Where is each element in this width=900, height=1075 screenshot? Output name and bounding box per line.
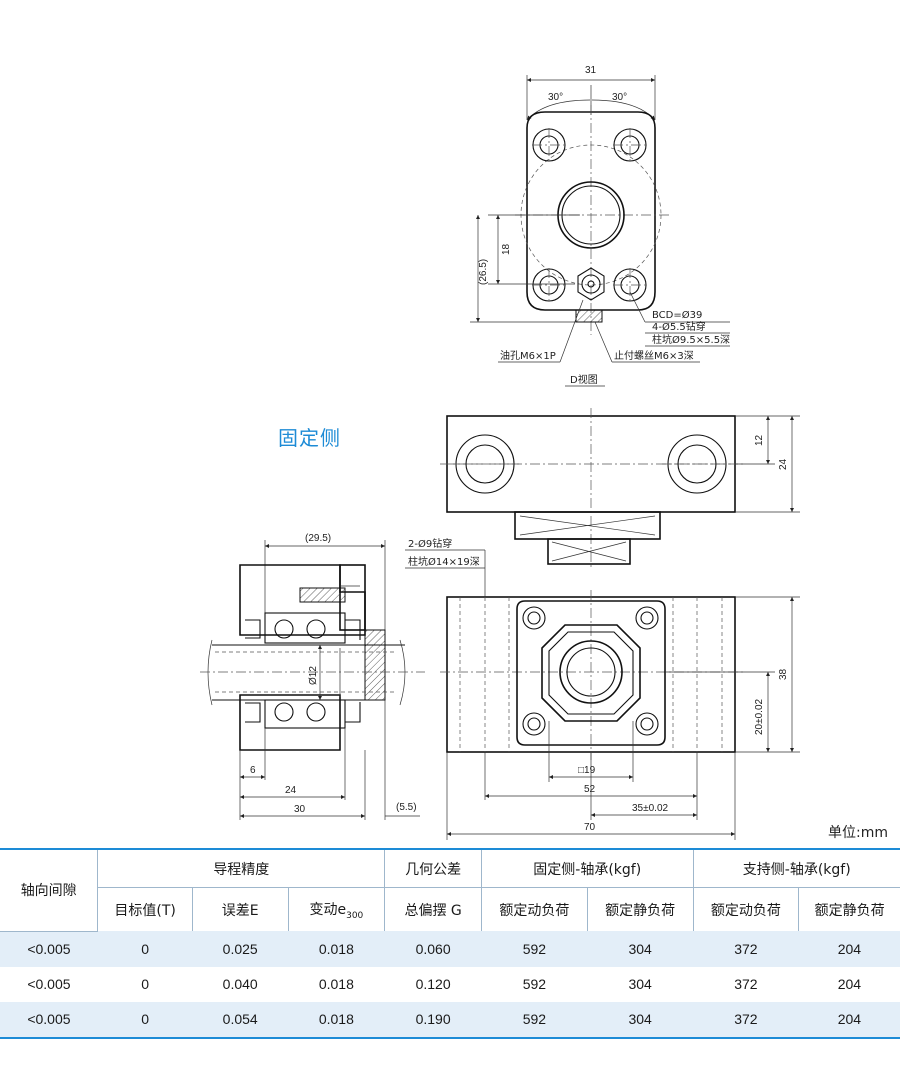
d-view-oil-hole: 油孔M6×1P [500, 349, 556, 362]
d-view-height-outer: (26.5) [478, 259, 489, 285]
d-view-caption: D视图 [570, 373, 598, 386]
table-cell: <0.005 [0, 931, 98, 967]
front-holes: 2-Ø9钻穿 [408, 537, 452, 550]
table-row: <0.005 0 0.040 0.018 0.120 592 304 372 2… [0, 966, 900, 1002]
table-cell: <0.005 [0, 966, 98, 1002]
table-cell: 0.018 [288, 1001, 385, 1039]
table-cell: <0.005 [0, 1001, 98, 1039]
table-cell: 0 [97, 1001, 193, 1039]
d-view-bcd: BCD=Ø39 [652, 309, 702, 321]
front-counterbore: 柱坑Ø14×19深 [408, 555, 480, 568]
technical-drawing: 31 30° 30° [200, 65, 800, 840]
table-cell: 372 [693, 966, 799, 1002]
header-fixed-dynamic: 额定动负荷 [481, 887, 588, 931]
front-dim-52: 52 [584, 784, 596, 795]
side-dim-29-5: (29.5) [305, 533, 331, 544]
header-geometric-tolerance: 几何公差 [384, 849, 482, 888]
side-dim-24: 24 [285, 785, 297, 796]
table-row: <0.005 0 0.025 0.018 0.060 592 304 372 2… [0, 931, 900, 967]
header-axial-clearance: 轴向间隙 [0, 849, 99, 932]
table-cell: 204 [798, 1001, 900, 1039]
d-view-angle-left: 30° [548, 92, 563, 103]
table-cell: 592 [481, 1001, 588, 1039]
d-view-counterbore: 柱坑Ø9.5×5.5深 [652, 333, 730, 346]
table-cell: 0.018 [288, 966, 385, 1002]
header-variation-sub: 300 [346, 910, 364, 921]
table-cell: 592 [481, 931, 588, 967]
header-support-dynamic: 额定动负荷 [693, 887, 800, 931]
d-view: 31 30° 30° [470, 65, 730, 387]
unit-note: 单位:mm [828, 825, 888, 841]
table-cell: 0.190 [384, 1001, 482, 1039]
table-row: <0.005 0 0.054 0.018 0.190 592 304 372 2… [0, 1001, 900, 1039]
header-total-runout: 总偏摆 G [384, 887, 482, 931]
header-fixed-static: 额定静负荷 [587, 887, 694, 931]
table-cell: 0.025 [192, 931, 288, 967]
header-variation: 变动e300 [288, 887, 386, 931]
table-cell: 0.060 [384, 931, 482, 967]
header-error: 误差E [192, 887, 289, 931]
front-dim-sq19: □19 [578, 765, 596, 776]
header-target-value: 目标值(T) [97, 887, 193, 931]
header-support-static: 额定静负荷 [814, 902, 885, 919]
d-view-angle-right: 30° [612, 92, 627, 103]
mounting-holes [532, 128, 647, 302]
front-dim-70: 70 [584, 822, 596, 833]
header-support-side-bearing: 支持侧-轴承(kgf) [693, 849, 900, 888]
d-view-height-inner: 18 [501, 243, 512, 255]
table-cell: 0 [97, 931, 193, 967]
top-view: 12 24 [440, 408, 800, 570]
top-view-dim-24: 24 [778, 458, 789, 470]
front-dim-35: 35±0.02 [632, 803, 669, 814]
d-view-set-screw: 止付螺丝M6×3深 [614, 349, 694, 362]
d-view-width: 31 [585, 65, 597, 76]
top-view-dim-12: 12 [754, 434, 765, 446]
table-cell: 0.018 [288, 931, 385, 967]
table-cell: 592 [481, 966, 588, 1002]
side-dim-6: 6 [250, 765, 256, 776]
spec-table: 轴向间隙 导程精度 几何公差 固定侧-轴承(kgf) 支持侧-轴承(kgf) 目… [0, 848, 900, 1039]
side-dim-30: 30 [294, 804, 306, 815]
table-cell: 304 [587, 1001, 693, 1039]
table-cell: 0.120 [384, 966, 482, 1002]
front-dim-38: 38 [778, 668, 789, 680]
table-cell: 372 [693, 931, 799, 967]
side-section: (29.5) Ø12 [200, 533, 425, 820]
table-cell: 0.054 [192, 1001, 288, 1039]
d-view-holes: 4-Ø5.5钻穿 [652, 320, 706, 333]
table-cell: 304 [587, 931, 693, 967]
table-cell: 0.040 [192, 966, 288, 1002]
header-fixed-side-bearing: 固定侧-轴承(kgf) [481, 849, 694, 888]
table-cell: 204 [798, 966, 900, 1002]
table-cell: 372 [693, 1001, 799, 1039]
front-dim-20: 20±0.02 [754, 698, 765, 735]
side-dia-12: Ø12 [308, 666, 319, 685]
table-cell: 0 [97, 966, 193, 1002]
table-cell: 204 [798, 931, 900, 967]
header-variation-text: 变动e [309, 901, 347, 918]
front-view: 2-Ø9钻穿 柱坑Ø14×19深 38 20±0.02 □19 52 35±0.… [405, 537, 800, 840]
side-dim-5-5: (5.5) [396, 802, 417, 813]
table-cell: 304 [587, 966, 693, 1002]
section-title: 固定侧 [278, 426, 341, 450]
header-lead-accuracy: 导程精度 [97, 849, 386, 888]
